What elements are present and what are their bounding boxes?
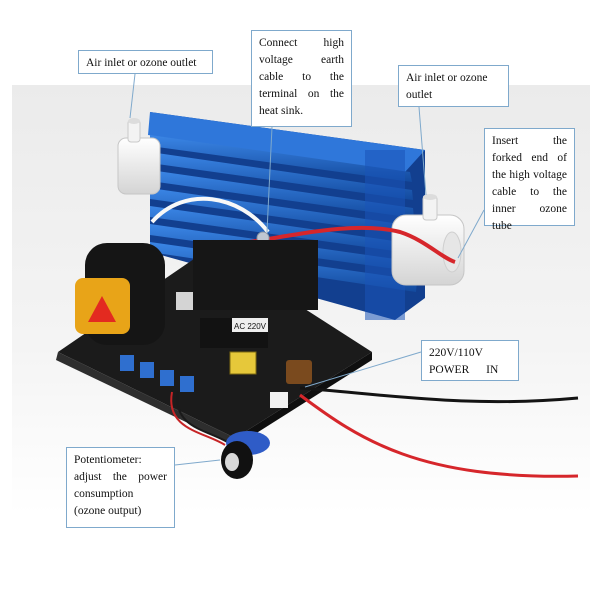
- leader-potentiometer: [174, 459, 221, 466]
- hv-transformer: AC 220V: [75, 240, 318, 348]
- red-hv-wire-top: [249, 225, 456, 264]
- callout-air-inlet-right-text: Air inlet or ozone outlet: [406, 72, 488, 101]
- callout-air-inlet-left-text: Air inlet or ozone outlet: [86, 57, 197, 69]
- red-power-wire: [299, 393, 579, 478]
- potentiometer: [221, 431, 270, 479]
- callout-potentiometer-text: Potentiometer: adjust the power consumpt…: [74, 454, 167, 517]
- white-earth-wire: [150, 196, 270, 234]
- coil-label: AC 220V: [234, 322, 267, 331]
- leader-forked-end: [457, 209, 485, 259]
- right-ozone-tube: [391, 194, 465, 286]
- leader-air-inlet-right: [418, 106, 427, 196]
- callout-forked-end: Insert the forked end of the high voltag…: [484, 128, 575, 232]
- callout-air-inlet-right: Air inlet or ozone outlet: [398, 65, 509, 107]
- leader-earth-cable: [266, 126, 273, 233]
- callout-power-in-line2: POWER IN: [429, 364, 499, 376]
- callout-potentiometer: Potentiometer: adjust the power consumpt…: [66, 447, 175, 528]
- black-power-wire: [299, 386, 579, 404]
- callout-earth-cable: Connect high voltage earth cable to the …: [251, 30, 352, 127]
- callout-air-inlet-left: Air inlet or ozone outlet: [78, 50, 213, 74]
- leader-air-inlet-left: [129, 73, 136, 119]
- callout-earth-cable-text: Connect high voltage earth cable to the …: [259, 37, 344, 117]
- callout-power-in: 220V/110V POWER IN: [421, 340, 519, 381]
- callout-forked-end-text: Insert the forked end of the high voltag…: [492, 135, 567, 232]
- left-ozone-tube: [117, 118, 161, 195]
- callout-power-in-line1: 220V/110V: [429, 347, 483, 359]
- leader-power-in: [304, 351, 422, 388]
